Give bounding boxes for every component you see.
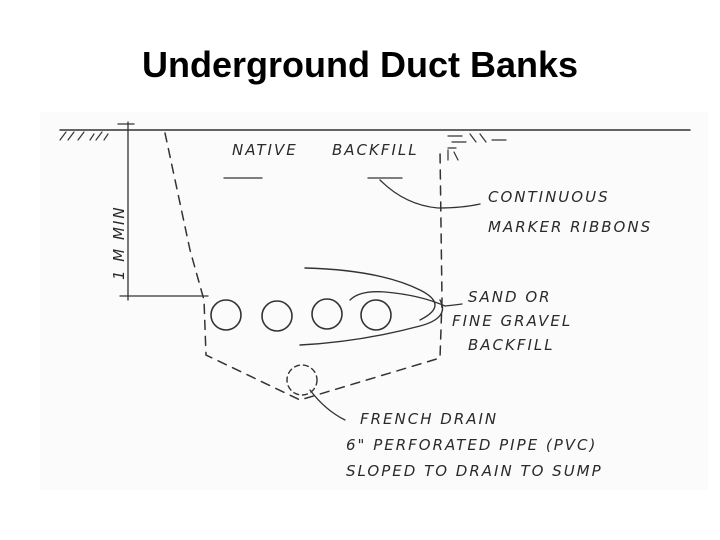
sketch-paper <box>40 112 708 490</box>
duct-3 <box>311 298 343 330</box>
sand-label-2: FINE GRAVEL <box>452 312 572 330</box>
sand-label-1: SAND OR <box>468 288 552 306</box>
drain-label-3: SLOPED TO DRAIN TO SUMP <box>346 462 603 480</box>
marker-label-1: CONTINUOUS <box>488 188 610 206</box>
backfill-label: BACKFILL <box>332 141 419 159</box>
duct-4 <box>360 299 392 331</box>
right-ground-hatch <box>447 133 507 149</box>
native-label: NATIVE <box>232 141 298 159</box>
french-drain-pipe <box>286 364 318 396</box>
ground-tick <box>447 149 459 161</box>
sand-label-3: BACKFILL <box>468 336 555 354</box>
marker-leader <box>379 179 481 209</box>
sand-envelope-top <box>304 267 436 321</box>
drain-label-2: 6" PERFORATED PIPE (PVC) <box>346 436 597 454</box>
duct-2 <box>261 300 293 332</box>
duct-1 <box>210 299 242 331</box>
left-ground-hatch <box>59 131 109 141</box>
slide-title: Underground Duct Banks <box>141 44 579 85</box>
trench-outline <box>164 132 443 401</box>
sand-leader <box>349 291 463 307</box>
depth-label: 1 M MIN <box>110 205 128 280</box>
sand-envelope-bottom <box>299 299 444 346</box>
drain-label-1: FRENCH DRAIN <box>360 410 498 428</box>
drain-leader <box>309 389 346 421</box>
marker-label-2: MARKER RIBBONS <box>488 218 652 236</box>
